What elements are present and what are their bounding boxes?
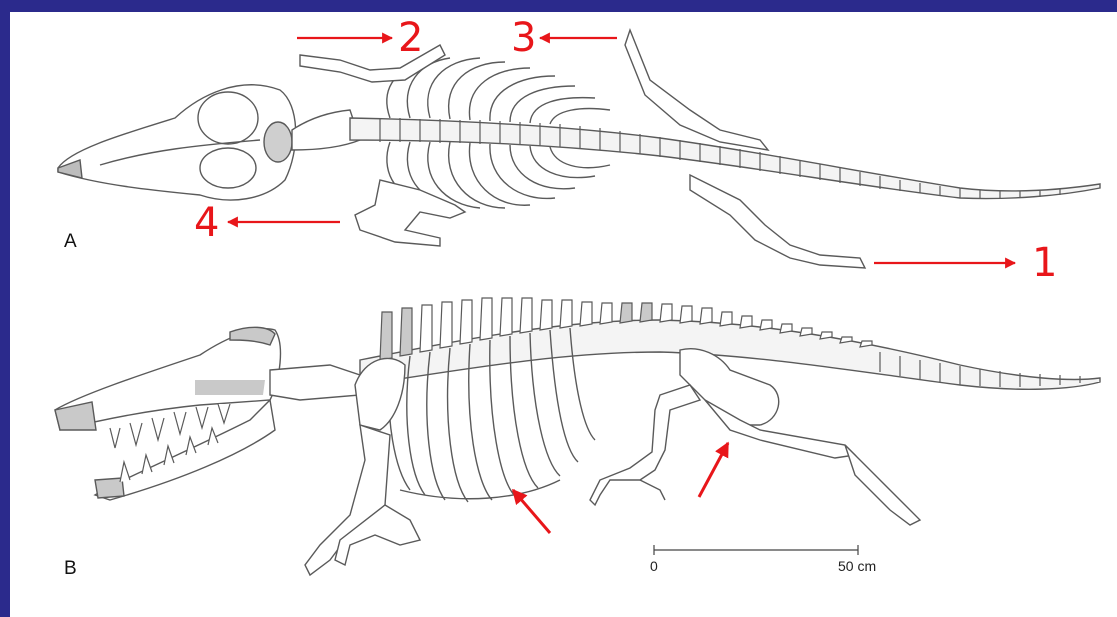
scale-end-label: 50 cm bbox=[838, 558, 876, 574]
vertebral-column-dorsal bbox=[350, 118, 1100, 199]
callout-arrows-b bbox=[513, 443, 728, 533]
callout-1: 1 bbox=[1032, 243, 1057, 283]
hindlimb-upper bbox=[625, 30, 768, 150]
callout-4: 4 bbox=[194, 203, 219, 243]
scale-start-label: 0 bbox=[650, 558, 658, 574]
panel-label-a: A bbox=[64, 231, 77, 253]
arrow-ribcage bbox=[513, 490, 550, 533]
hindlimb-lower bbox=[690, 175, 865, 268]
skeleton-lateral-view bbox=[55, 298, 1100, 575]
panel-label-b: B bbox=[64, 558, 77, 580]
forelimb-lower bbox=[355, 180, 465, 246]
skull-dorsal bbox=[58, 85, 296, 200]
arrow-pelvis bbox=[699, 443, 728, 497]
callout-2: 2 bbox=[398, 18, 423, 58]
scale-bar bbox=[654, 545, 858, 555]
hindlimb-lateral bbox=[590, 385, 700, 505]
callout-3: 3 bbox=[511, 18, 536, 58]
